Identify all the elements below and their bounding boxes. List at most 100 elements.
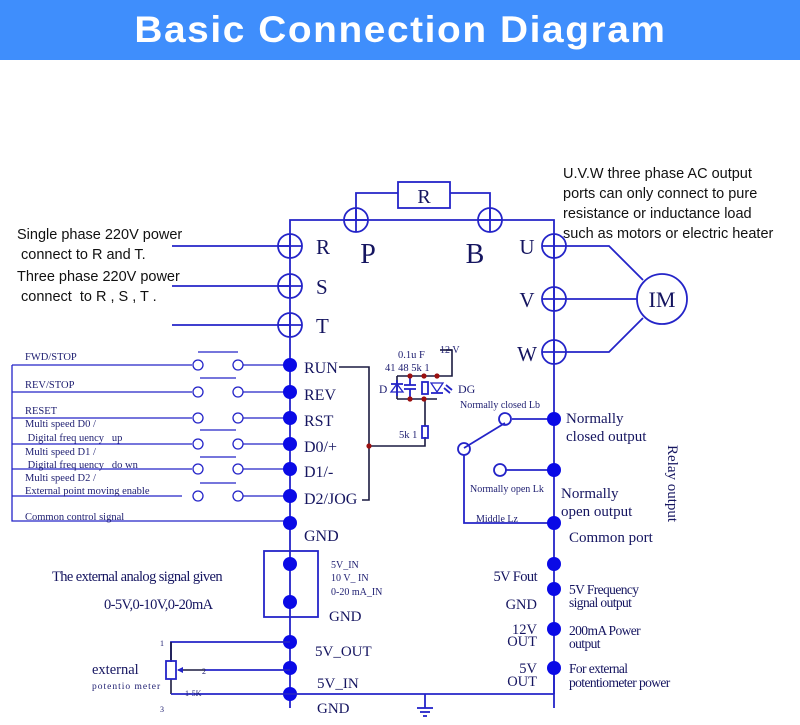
svg-text:resistance or inductance load: resistance or inductance load [563, 206, 752, 222]
svg-text:Multi speed D2 /: Multi speed D2 / [25, 473, 96, 484]
terminal-S[interactable] [172, 273, 303, 299]
svg-text:12V: 12V [512, 622, 538, 638]
svg-text:closed output: closed output [566, 429, 647, 445]
svg-text:For external: For external [569, 661, 628, 676]
svg-text:REV/STOP: REV/STOP [25, 380, 75, 391]
svg-text:D1/-: D1/- [304, 464, 333, 481]
svg-text:Common control signal: Common control signal [25, 512, 124, 523]
svg-text:3: 3 [160, 705, 164, 714]
svg-text:REV: REV [304, 387, 336, 404]
control-input-d1[interactable] [12, 463, 290, 484]
svg-text:D0/+: D0/+ [304, 439, 337, 456]
svg-text:2: 2 [202, 667, 206, 676]
potentiometer-wires [170, 641, 555, 717]
svg-text:Common port: Common port [569, 530, 654, 546]
page-title: Basic Connection Diagram [133, 9, 667, 50]
potentiometer-labels: external potentio meter 1-5K 1 2 3 [92, 639, 206, 714]
motor-wires [566, 245, 644, 353]
svg-text:GND: GND [506, 597, 537, 613]
analog-labels: 5V_IN 10 V_ IN 0-20 mA_IN GND 5V_OUT 5V_… [52, 560, 382, 717]
svg-text:1: 1 [160, 639, 164, 648]
control-terminal-dots [283, 358, 297, 530]
svg-text:Normally open Lk: Normally open Lk [470, 484, 544, 495]
brake-resistor [397, 181, 451, 209]
diode-icon [389, 380, 405, 396]
svg-text:5V Fout: 5V Fout [494, 569, 538, 585]
svg-text:5V_IN: 5V_IN [331, 560, 359, 571]
control-input-d0[interactable] [12, 438, 290, 458]
terminal-P[interactable] [343, 207, 369, 233]
terminal-U-label: U [519, 235, 534, 259]
relay-wires [463, 418, 554, 524]
control-input-run[interactable] [12, 351, 290, 379]
control-input-rev[interactable] [12, 386, 290, 398]
series-resistor-icon [421, 425, 429, 439]
svg-text:Multi speed D0 /: Multi speed D0 / [25, 419, 96, 430]
svg-text:RESET: RESET [25, 406, 58, 417]
svg-text:Single phase 220V power: Single phase 220V power [17, 227, 182, 243]
control-input-rst[interactable] [12, 412, 290, 431]
svg-text:potentio meter: potentio meter [92, 682, 161, 692]
svg-text:GND: GND [304, 528, 339, 545]
terminal-B-label: B [466, 239, 485, 270]
svg-text:5V_OUT: 5V_OUT [315, 644, 372, 660]
svg-text:potentiometer power: potentiometer power [569, 675, 671, 690]
svg-text:Normally: Normally [566, 411, 624, 427]
control-common-rail [11, 365, 290, 522]
svg-text:Normally: Normally [561, 486, 619, 502]
svg-text:External point moving enable: External point moving enable [25, 486, 150, 497]
svg-text:GND: GND [317, 701, 350, 717]
svg-text:41 48 5k 1: 41 48 5k 1 [385, 363, 430, 374]
capacitor-icon [404, 376, 416, 399]
svg-text:external: external [92, 662, 139, 678]
svg-text:FWD/STOP: FWD/STOP [25, 352, 77, 363]
svg-text:GND: GND [329, 609, 362, 625]
svg-text:0.1u F: 0.1u F [398, 350, 425, 361]
analog-input-box [263, 550, 319, 618]
svg-text:Normally closed Lb: Normally closed Lb [460, 400, 540, 411]
terminal-R[interactable] [172, 233, 303, 259]
svg-text:connect to R and T.: connect to R and T. [17, 247, 146, 263]
control-input-d2[interactable] [12, 490, 290, 502]
terminal-T[interactable] [172, 312, 303, 338]
svg-text:connect to R , S , T .: connect to R , S , T . [17, 289, 157, 305]
power-input-note: Single phase 220V power connect to R and… [17, 227, 182, 305]
motor-im [636, 273, 688, 325]
svg-text:5V_IN: 5V_IN [317, 676, 359, 692]
svg-text:such as motors or electric hea: such as motors or electric heater [563, 226, 774, 242]
svg-text:output: output [569, 636, 601, 651]
motor-label: IM [649, 287, 676, 312]
relay-output-title: Relay output [664, 445, 680, 523]
svg-text:Digital freq uency up: Digital freq uency up [25, 433, 122, 444]
terminal-B[interactable] [477, 207, 503, 233]
svg-text:D: D [379, 384, 387, 396]
led-icon [429, 382, 453, 394]
control-terminal-labels: RUN REV RST D0/+ D1/- D2/JOG GND [304, 360, 358, 545]
resistor-icon [421, 381, 429, 395]
relay-nc-contact [498, 412, 512, 426]
aux-output-labels: 5V Fout GND 5V Frequency signal output 1… [494, 569, 672, 690]
svg-text:0-20 mA_IN: 0-20 mA_IN [331, 587, 382, 598]
svg-text:OUT: OUT [507, 674, 537, 690]
terminal-W[interactable] [541, 339, 567, 365]
svg-text:10 V_ IN: 10 V_ IN [331, 573, 369, 584]
svg-text:D2/JOG: D2/JOG [304, 491, 358, 508]
input-circuit-labels: 0.1u F 12 V 41 48 5k 1 D DG 5k 1 [379, 345, 476, 441]
brake-resistor-label: R [417, 186, 431, 208]
svg-text:Multi speed D1 /: Multi speed D1 / [25, 447, 96, 458]
control-input-labels: FWD/STOP REV/STOP RESET Multi speed D0 /… [25, 352, 150, 523]
potentiometer-icon [165, 660, 177, 680]
title-banner: Basic Connection Diagram [0, 0, 800, 60]
terminal-T-label: T [316, 314, 329, 338]
svg-text:DG: DG [458, 382, 476, 396]
svg-text:5V: 5V [519, 661, 537, 677]
terminal-S-label: S [316, 275, 328, 299]
svg-text:U.V.W three phase AC output: U.V.W three phase AC output [563, 166, 752, 182]
relay-common-contact [457, 442, 471, 456]
terminal-P-label: P [360, 239, 376, 270]
svg-text:12 V: 12 V [440, 345, 460, 356]
analog-description: The external analog signal given [52, 569, 223, 585]
terminal-V[interactable] [541, 286, 567, 312]
aux-terminal-dots [547, 557, 561, 675]
